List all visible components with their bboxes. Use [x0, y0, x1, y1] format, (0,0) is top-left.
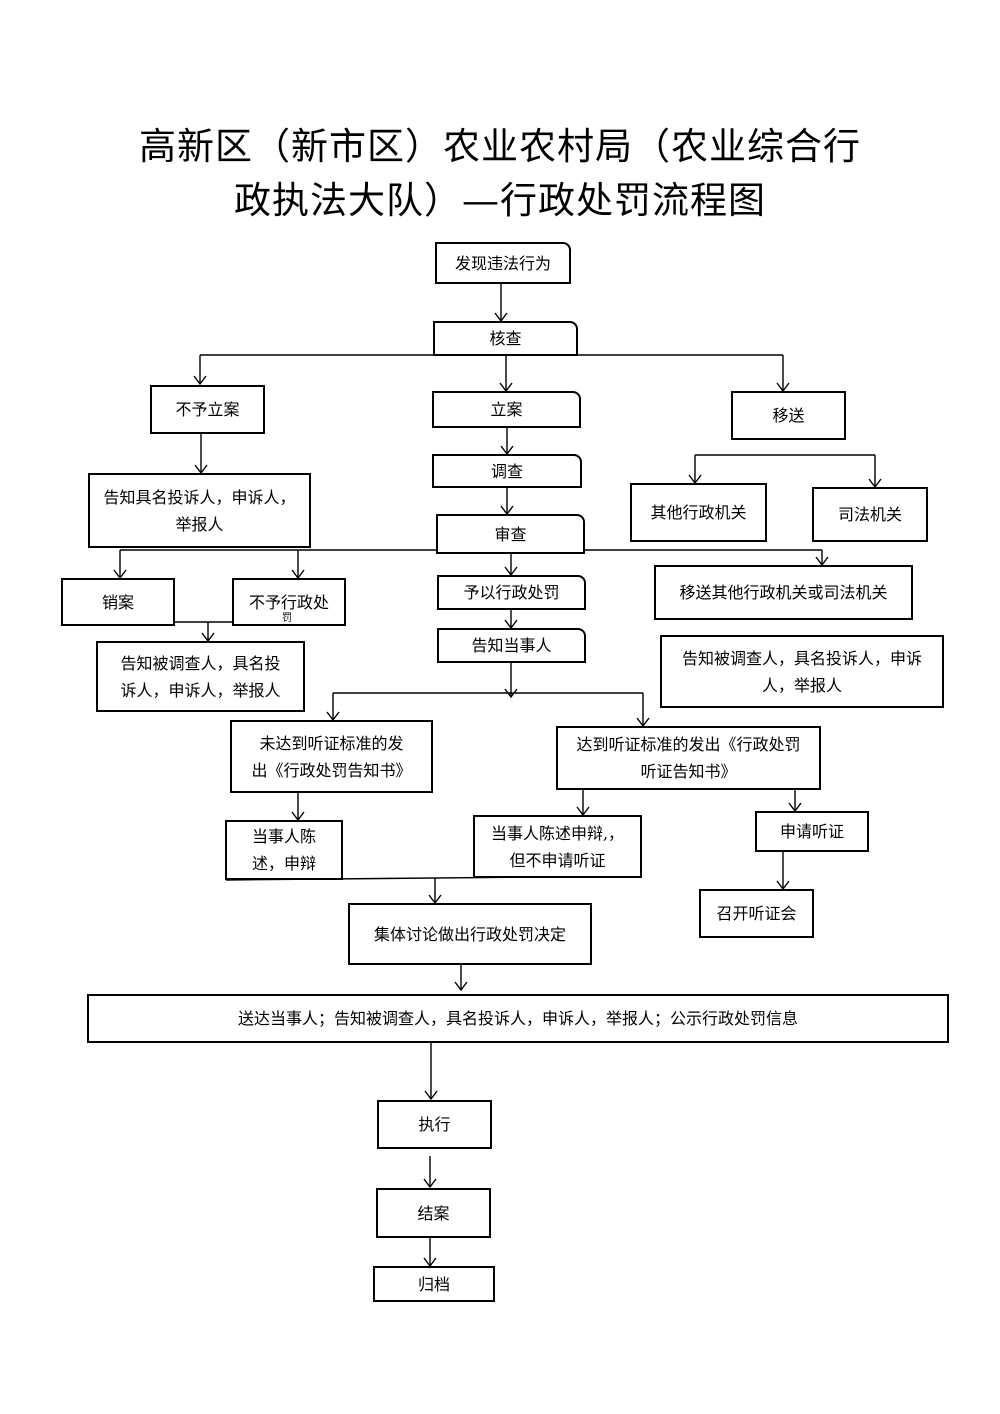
node-judicial-organ-label: 司法机关 [837, 505, 902, 524]
node-notify-complainant-line-1: 告知具名投诉人，申诉人， [103, 487, 296, 507]
node-party-statement-no-hearing-line-2: 但不申请听证 [509, 850, 606, 870]
node-register: 立案 [432, 391, 581, 428]
node-above-hearing-standard-line-1: 达到听证标准的发出《行政处罚 [576, 735, 801, 754]
node-notify-investigated-right-line-1: 告知被调查人，具名投诉人，申诉 [681, 648, 922, 668]
node-other-admin-organ-label: 其他行政机关 [650, 503, 747, 522]
node-verify: 核查 [433, 321, 578, 356]
node-transfer-other-organ: 移送其他行政机关或司法机关 [654, 565, 913, 620]
node-notify-investigated-left-line-2: 诉人，申诉人，举报人 [120, 680, 281, 700]
node-deliver-and-publicize: 送达当事人；告知被调查人，具名投诉人，申诉人，举报人；公示行政处罚信息 [87, 994, 949, 1043]
node-transfer-label: 移送 [772, 406, 805, 425]
node-below-hearing-standard-line-2: 出《行政处罚告知书》 [251, 760, 412, 780]
title-line-2: 政执法大队）—行政处罚流程图 [234, 179, 766, 222]
node-register-label: 立案 [490, 400, 523, 419]
node-cancel-case: 销案 [61, 578, 175, 626]
node-verify-label: 核查 [489, 329, 522, 348]
node-party-statement-line-1: 当事人陈 [251, 827, 316, 846]
node-investigate: 调查 [432, 454, 582, 488]
node-collective-decision-label: 集体讨论做出行政处罚决定 [373, 924, 566, 944]
node-close-case-label: 结案 [417, 1203, 450, 1223]
node-give-penalty-label: 予以行政处罚 [463, 583, 560, 602]
node-above-hearing-standard: 达到听证标准的发出《行政处罚 听证告知书》 [556, 726, 821, 790]
node-no-penalty: 不予行政处 [232, 578, 346, 626]
node-discover-violation: 发现违法行为 [435, 242, 571, 284]
node-transfer-other-organ-label: 移送其他行政机关或司法机关 [679, 583, 888, 602]
node-not-register: 不予立案 [150, 385, 265, 434]
node-judicial-organ: 司法机关 [812, 487, 928, 542]
node-party-statement-line-2: 述，申辩 [251, 854, 316, 873]
node-close-case: 结案 [376, 1188, 491, 1238]
node-notify-investigated-left: 告知被调查人，具名投 诉人，申诉人，举报人 [96, 641, 305, 712]
node-execute: 执行 [377, 1100, 492, 1149]
node-apply-hearing: 申请听证 [755, 811, 869, 852]
node-party-statement-no-hearing: 当事人陈述申辩,， 但不申请听证 [473, 815, 642, 878]
node-apply-hearing-label: 申请听证 [779, 822, 844, 841]
node-notify-complainant-line-2: 举报人 [175, 514, 224, 534]
node-party-statement: 当事人陈 述，申辩 [225, 820, 343, 880]
node-discover-violation-label: 发现违法行为 [454, 253, 551, 273]
node-no-penalty-overflow-text: 罚 [282, 613, 292, 624]
node-investigate-label: 调查 [490, 461, 523, 481]
node-notify-investigated-left-line-1: 告知被调查人，具名投 [120, 653, 281, 673]
node-notify-complainant: 告知具名投诉人，申诉人， 举报人 [88, 473, 311, 548]
title-line-1: 高新区（新市区）农业农村局（农业综合行 [139, 125, 861, 168]
node-other-admin-organ: 其他行政机关 [630, 483, 767, 542]
node-archive-label: 归档 [417, 1274, 450, 1294]
node-notify-party: 告知当事人 [437, 628, 586, 663]
node-hold-hearing-label: 召开听证会 [716, 904, 797, 923]
node-party-statement-no-hearing-line-1: 当事人陈述申辩,， [490, 823, 625, 843]
node-review: 审查 [436, 514, 585, 554]
node-execute-label: 执行 [418, 1115, 451, 1134]
node-collective-decision: 集体讨论做出行政处罚决定 [348, 903, 592, 965]
node-review-label: 审查 [494, 524, 527, 544]
node-no-penalty-label: 不予行政处 [248, 592, 329, 612]
node-give-penalty: 予以行政处罚 [437, 575, 586, 610]
node-notify-investigated-right-line-2: 人，举报人 [761, 675, 842, 695]
node-notify-investigated-right: 告知被调查人，具名投诉人，申诉 人，举报人 [660, 635, 944, 708]
node-below-hearing-standard: 未达到听证标准的发 出《行政处罚告知书》 [230, 720, 433, 793]
node-above-hearing-standard-line-2: 听证告知书》 [640, 762, 737, 781]
node-hold-hearing: 召开听证会 [699, 889, 814, 938]
node-transfer: 移送 [731, 391, 846, 440]
node-deliver-and-publicize-label: 送达当事人；告知被调查人，具名投诉人，申诉人，举报人；公示行政处罚信息 [237, 1009, 798, 1028]
node-notify-party-label: 告知当事人 [471, 636, 552, 655]
node-not-register-label: 不予立案 [175, 400, 240, 419]
node-archive: 归档 [373, 1266, 495, 1302]
node-cancel-case-label: 销案 [101, 592, 134, 612]
node-below-hearing-standard-line-1: 未达到听证标准的发 [259, 733, 404, 753]
